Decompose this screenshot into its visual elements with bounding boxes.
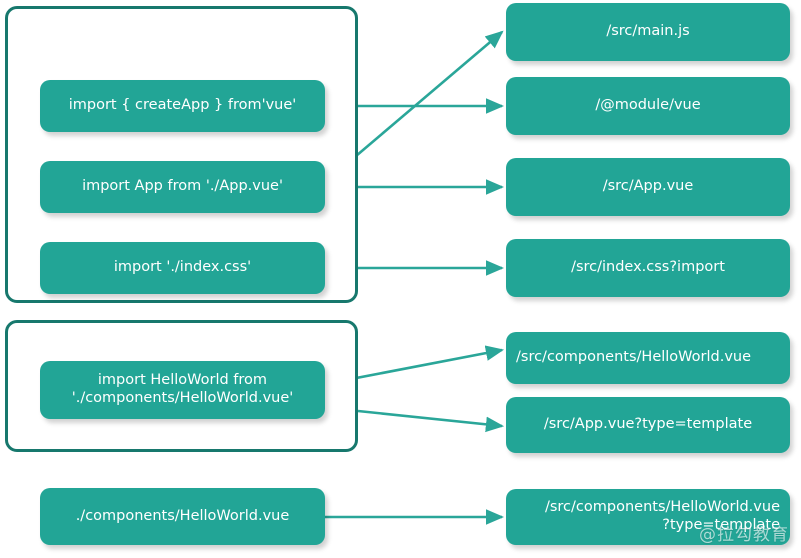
node-import-createapp[interactable]: import { createApp } from'vue'	[40, 80, 325, 132]
connector-app-to-main-js	[355, 30, 504, 157]
connector-hello-to-app-template	[357, 409, 505, 433]
node-target-main-js[interactable]: /src/main.js	[506, 3, 790, 61]
node-import-helloworld[interactable]: import HelloWorld from './components/Hel…	[40, 361, 325, 419]
node-target-app-vue[interactable]: /src/App.vue	[506, 158, 790, 216]
node-target-components-hello[interactable]: /src/components/HelloWorld.vue	[506, 332, 790, 384]
node-import-app[interactable]: import App from './App.vue'	[40, 161, 325, 213]
node-source-helloworld-vue[interactable]: ./components/HelloWorld.vue	[40, 488, 325, 545]
node-target-module-vue[interactable]: /@module/vue	[506, 77, 790, 135]
node-import-indexcss[interactable]: import './index.css'	[40, 242, 325, 294]
node-target-index-css[interactable]: /src/index.css?import	[506, 239, 790, 297]
node-target-hello-template[interactable]: /src/components/HelloWorld.vue ?type=tem…	[506, 489, 790, 545]
watermark: @拉勾教育	[699, 525, 789, 545]
node-target-app-vue-template[interactable]: /src/App.vue?type=template	[506, 397, 790, 453]
